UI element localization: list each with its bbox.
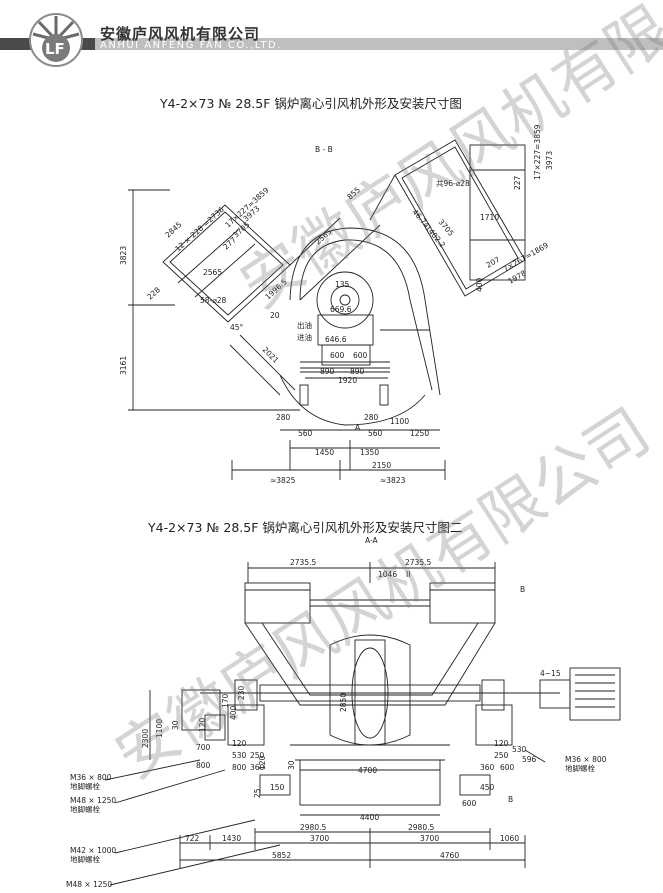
d1-dim-2150: 2150 (372, 461, 391, 470)
header: LF 安徽庐风风机有限公司 ANHUI ANFENG FAN CO.,LTD. (0, 0, 663, 70)
watermark-2: 安徽庐风风机有限公司 (102, 394, 663, 793)
d2-dim-30b: 30 (287, 760, 296, 770)
d1-dim-135: 135 (335, 280, 350, 289)
d1-dim-890b: 890 (350, 367, 365, 376)
d2-bolt2a: M48 × 1250 (70, 796, 116, 805)
d1-dim-3823b: ≈3823 (380, 476, 406, 485)
d2-dim-4760: 4760 (440, 851, 459, 860)
d2-bolt5a: M36 × 800 (565, 755, 607, 764)
d1-dim-1250: 1250 (410, 429, 429, 438)
d1-dim-1978: 1978 (507, 268, 528, 285)
d1-dim-1100: 1100 (390, 417, 409, 426)
d1-dim-669: 669.6 (330, 305, 352, 314)
fan-logo-icon: LF (29, 13, 83, 67)
d1-dim-600b: 600 (353, 351, 368, 360)
d2-dim-250b: 250 (494, 751, 509, 760)
d2-dim-B1: B (520, 585, 525, 594)
d2-dim-2980b: 2980.5 (408, 823, 434, 832)
d2-dim-800b: 800 (232, 763, 247, 772)
d1-dim-3823: 3823 (119, 246, 128, 265)
d1-dim-560b: 560 (368, 429, 383, 438)
d2-dim-120b: 120 (232, 739, 247, 748)
svg-text:LF: LF (45, 40, 65, 58)
d2-dim-600a: 600 (500, 763, 515, 772)
d2-bolt5b: 地脚螺栓 (565, 763, 595, 773)
d2-bolt1a: M36 × 800 (70, 773, 112, 782)
d1-dim-7x267: 7×267=1869 (502, 240, 551, 273)
d1-dim-1450: 1450 (315, 448, 334, 457)
d2-dim-596: 596 (522, 755, 537, 764)
d2-dim-1060: 1060 (500, 834, 519, 843)
d2-dim-4400: 4400 (360, 813, 379, 822)
company-name-en: ANHUI ANFENG FAN CO.,LTD. (100, 40, 282, 51)
d1-dim-A: A (355, 423, 361, 432)
d1-dim-12x228: 12 × 228 =2736 (173, 205, 226, 254)
d1-dim-1710: 1710 (480, 213, 499, 222)
d2-dim-250a: 250 (250, 751, 265, 760)
d2-dim-530a: 530 (232, 751, 247, 760)
d1-dim-890a: 890 (320, 367, 335, 376)
d1-dim-400: 400 (475, 277, 484, 292)
d1-dim-1920: 1920 (338, 376, 357, 385)
d2-dim-4700: 4700 (358, 766, 377, 775)
d1-dim-227: 227 (513, 175, 522, 190)
d1-dim-1402: 1402.2 (423, 224, 447, 250)
d2-bolt3b: 地脚螺栓 (70, 854, 100, 864)
drawing1-title: Y4-2×73 № 28.5F 锅炉离心引风机外形及安装尺寸图 (160, 96, 462, 111)
d2-dim-1430: 1430 (222, 834, 241, 843)
d1-dim-3161: 3161 (119, 356, 128, 375)
d2-dim-4x15: 4~15 (540, 669, 561, 678)
d2-dim-120c: 120 (258, 755, 267, 770)
d2-dim-25: 25 (253, 788, 262, 798)
d2-dim-B2: B (508, 795, 513, 804)
d1-dim-1350: 1350 (360, 448, 379, 457)
d1-section-label: B - B (315, 145, 333, 154)
d1-dim-45: 45° (230, 323, 244, 332)
d2-bolt3a: M42 × 1000 (70, 846, 116, 855)
d1-dim-280b: 280 (364, 413, 379, 422)
d2-dim-3700a: 3700 (310, 834, 329, 843)
d2-bolt2b: 地脚螺栓 (70, 804, 100, 814)
d2-dim-5852: 5852 (272, 851, 291, 860)
d2-dim-450: 450 (480, 783, 495, 792)
d1-dim-646: 646.6 (325, 335, 347, 344)
d2-dim-360b: 360 (480, 763, 495, 772)
d2-dim-3700b: 3700 (420, 834, 439, 843)
d1-dim-3973b: 3973 (545, 151, 554, 170)
d1-dim-2021: 2021 (261, 345, 281, 365)
d1-dim-228: 228 (145, 285, 162, 301)
d2-dim-600b: 600 (462, 799, 477, 808)
d1-dim-207: 207 (485, 255, 502, 270)
d1-dim-600a: 600 (330, 351, 345, 360)
d1-chuyou: 出油 (297, 320, 312, 330)
d1-dim-3705b: 3705 (436, 218, 455, 239)
d2-bolt4a: M48 × 1250 (66, 880, 112, 889)
d2-dim-2980a: 2980.5 (300, 823, 326, 832)
d2-dim-530b: 530 (512, 745, 527, 754)
d2-dim-800: 800 (196, 761, 211, 770)
d1-jinyou: 进油 (297, 332, 312, 342)
d2-dim-722: 722 (185, 834, 200, 843)
d1-dim-3825: ≈3825 (270, 476, 296, 485)
d2-dim-120d: 120 (494, 739, 509, 748)
header-bar (0, 38, 663, 50)
d2-dim-2850: 2850 (339, 693, 348, 712)
d2-dim-360a: 360 (250, 763, 265, 772)
d1-dim-2845: 2845 (163, 220, 183, 240)
d2-dim-2735a: 2735.5 (290, 558, 316, 567)
d1-dim-280a: 280 (276, 413, 291, 422)
d1-dim-58: 58-⌀28 (200, 296, 227, 305)
company-name-cn: 安徽庐风风机有限公司 (100, 25, 261, 43)
d2-bolt1b: 地脚螺栓 (70, 781, 100, 791)
d2-dim-150: 150 (270, 783, 285, 792)
d1-dim-3973: 3973 (241, 204, 261, 224)
drawing2-title: Y4-2×73 № 28.5F 锅炉离心引风机外形及安装尺寸图二 (148, 520, 463, 535)
d1-dim-560a: 560 (298, 429, 313, 438)
d1-dim-2565a: 2565 (203, 268, 222, 277)
